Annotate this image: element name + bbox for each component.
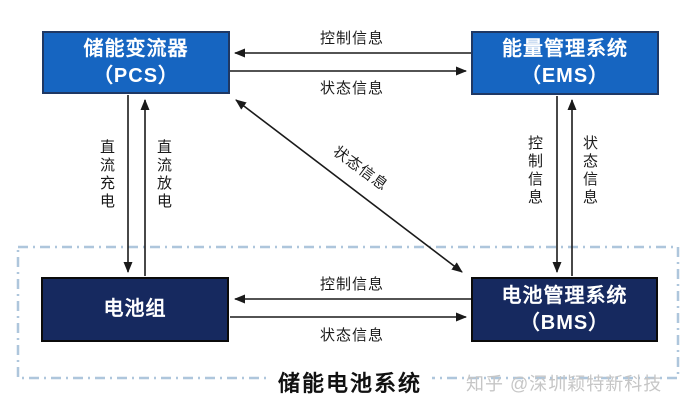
label-dc-charge: 直流充电 (98, 139, 115, 211)
node-ems-abbr: （EMS） (520, 65, 610, 87)
node-battery-pack-name: 电池组 (103, 298, 167, 320)
arrow-pcs-bms-diagonal-status (235, 99, 463, 273)
label-ems-to-bms-control: 控制信息 (526, 135, 543, 207)
node-bms: 电池管理系统 （BMS） (471, 277, 658, 342)
label-battery-to-bms-status: 状态信息 (319, 327, 384, 344)
node-pcs-abbr: （PCS） (92, 64, 180, 87)
label-pcs-to-ems-status: 状态信息 (319, 80, 384, 97)
watermark-text: 知乎 @深圳颖特新科技 (466, 374, 663, 394)
node-ems: 能量管理系统 （EMS） (471, 31, 659, 95)
battery-system-group-title: 储能电池系统 (267, 366, 433, 398)
node-bms-name: 电池管理系统 (501, 284, 628, 307)
node-battery-pack: 电池组 (41, 277, 229, 342)
label-bms-to-ems-status: 状态信息 (581, 135, 598, 207)
label-bms-to-battery-control: 控制信息 (319, 276, 384, 293)
label-ems-to-pcs-control: 控制信息 (319, 30, 384, 47)
label-dc-discharge: 直流放电 (155, 139, 172, 211)
node-ems-name: 能量管理系统 (502, 38, 628, 60)
node-pcs: 储能变流器 （PCS） (42, 31, 230, 94)
node-bms-abbr: （BMS） (519, 311, 610, 334)
node-pcs-name: 储能变流器 (83, 37, 189, 60)
